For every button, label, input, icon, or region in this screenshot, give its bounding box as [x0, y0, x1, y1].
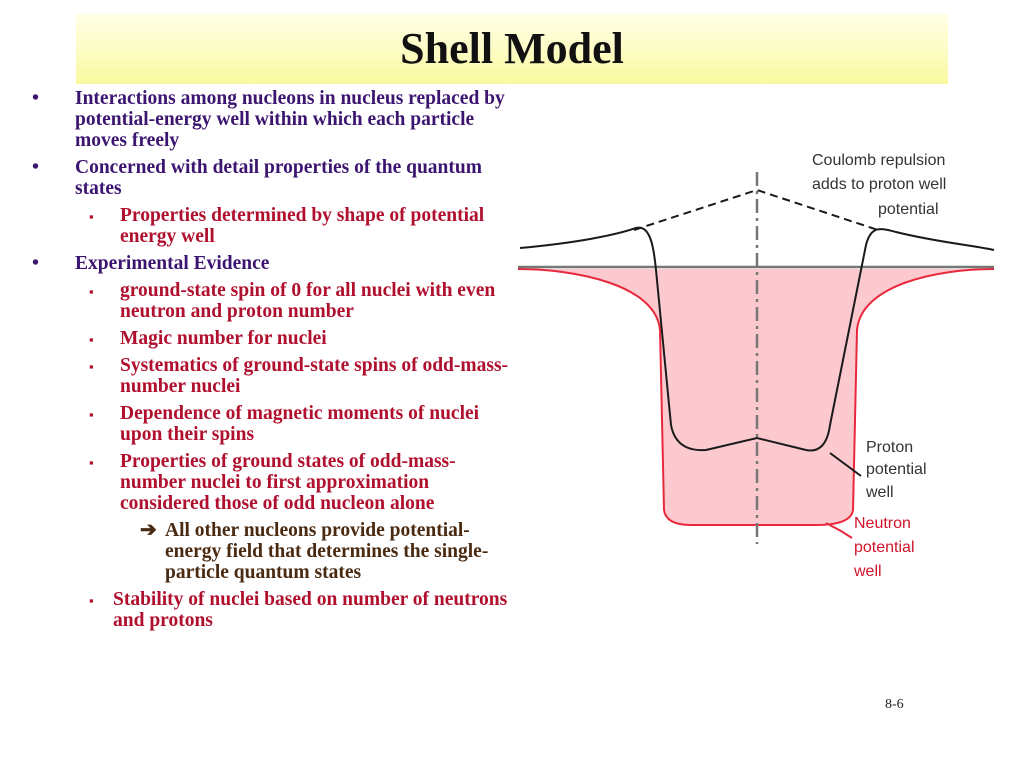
sub-bullet-text: Properties determined by shape of potent…	[120, 205, 485, 247]
bullet-marker: •	[32, 156, 40, 178]
sub-bullet-item: ▪ Properties determined by shape of pote…	[30, 205, 516, 247]
sub-bullet-text: Stability of nuclei based on number of n…	[113, 589, 508, 631]
proton-label-line1: Proton	[866, 439, 913, 456]
coulomb-label-line3: potential	[878, 201, 939, 218]
sub-bullet-marker: ▪	[89, 359, 94, 374]
title-band	[76, 14, 948, 84]
coulomb-label-line1: Coulomb repulsion	[812, 152, 945, 169]
page-number: 8-6	[885, 697, 904, 712]
coulomb-dashed-line	[633, 188, 879, 231]
sub-bullet-item: ▪ Systematics of ground-state spins of o…	[30, 355, 516, 397]
bullet-text: Interactions among nucleons in nucleus r…	[75, 88, 505, 151]
sub-bullet-item: ▪ Stability of nuclei based on number of…	[30, 589, 516, 631]
bullet-text: Experimental Evidence	[75, 253, 270, 274]
sub-bullet-text: Magic number for nuclei	[120, 328, 327, 349]
neutron-label-line2: potential	[854, 539, 915, 556]
sub-bullet-text: ground-state spin of 0 for all nuclei wi…	[120, 280, 496, 322]
bullet-text: Concerned with detail properties of the …	[75, 157, 482, 199]
bullet-item: • Concerned with detail properties of th…	[30, 156, 516, 200]
bullet-item: • Experimental Evidence	[30, 252, 516, 275]
bullet-marker: •	[32, 87, 40, 109]
sub-bullet-marker: ▪	[89, 209, 94, 224]
potential-well-diagram: Coulomb repulsion adds to proton well po…	[517, 152, 995, 580]
arrow-icon: ➔	[140, 519, 157, 541]
neutron-label-line3: well	[853, 563, 882, 580]
proton-label-line2: potential	[866, 461, 927, 478]
sub-bullet-marker: ▪	[89, 284, 94, 299]
sub-bullet-marker: ▪	[89, 332, 94, 347]
sub-bullet-text: Properties of ground states of odd-mass-…	[120, 451, 456, 514]
slide-title: Shell Model	[400, 24, 624, 73]
bullet-item: • Interactions among nucleons in nucleus…	[30, 87, 516, 152]
sub-bullet-marker: ▪	[89, 593, 94, 608]
bullet-list: • Interactions among nucleons in nucleus…	[30, 88, 516, 637]
sub-bullet-item: ▪ Dependence of magnetic moments of nucl…	[30, 403, 516, 445]
sub-bullet-item: ▪ Magic number for nuclei	[30, 328, 516, 349]
sub-bullet-item: ▪ Properties of ground states of odd-mas…	[30, 451, 516, 514]
neutron-pointer	[825, 522, 853, 539]
proton-pointer	[829, 452, 862, 477]
sub-bullet-marker: ▪	[89, 407, 94, 422]
sub-bullet-item: ▪ ground-state spin of 0 for all nuclei …	[30, 280, 516, 322]
proton-well-curve	[519, 226, 995, 452]
neutron-well-outline	[517, 268, 995, 526]
coulomb-label-line2: adds to proton well	[812, 176, 946, 193]
sub-sub-bullet-item: ➔ All other nucleons provide potential-e…	[30, 519, 516, 584]
sub-bullet-text: Dependence of magnetic moments of nuclei…	[120, 403, 480, 445]
sub-bullet-text: Systematics of ground-state spins of odd…	[120, 355, 509, 397]
sub-bullet-marker: ▪	[89, 455, 94, 470]
bullet-marker: •	[32, 252, 40, 274]
neutron-label-line1: Neutron	[854, 515, 911, 532]
proton-label-line3: well	[865, 484, 894, 501]
sub-sub-bullet-text: All other nucleons provide potential-ene…	[165, 520, 489, 583]
